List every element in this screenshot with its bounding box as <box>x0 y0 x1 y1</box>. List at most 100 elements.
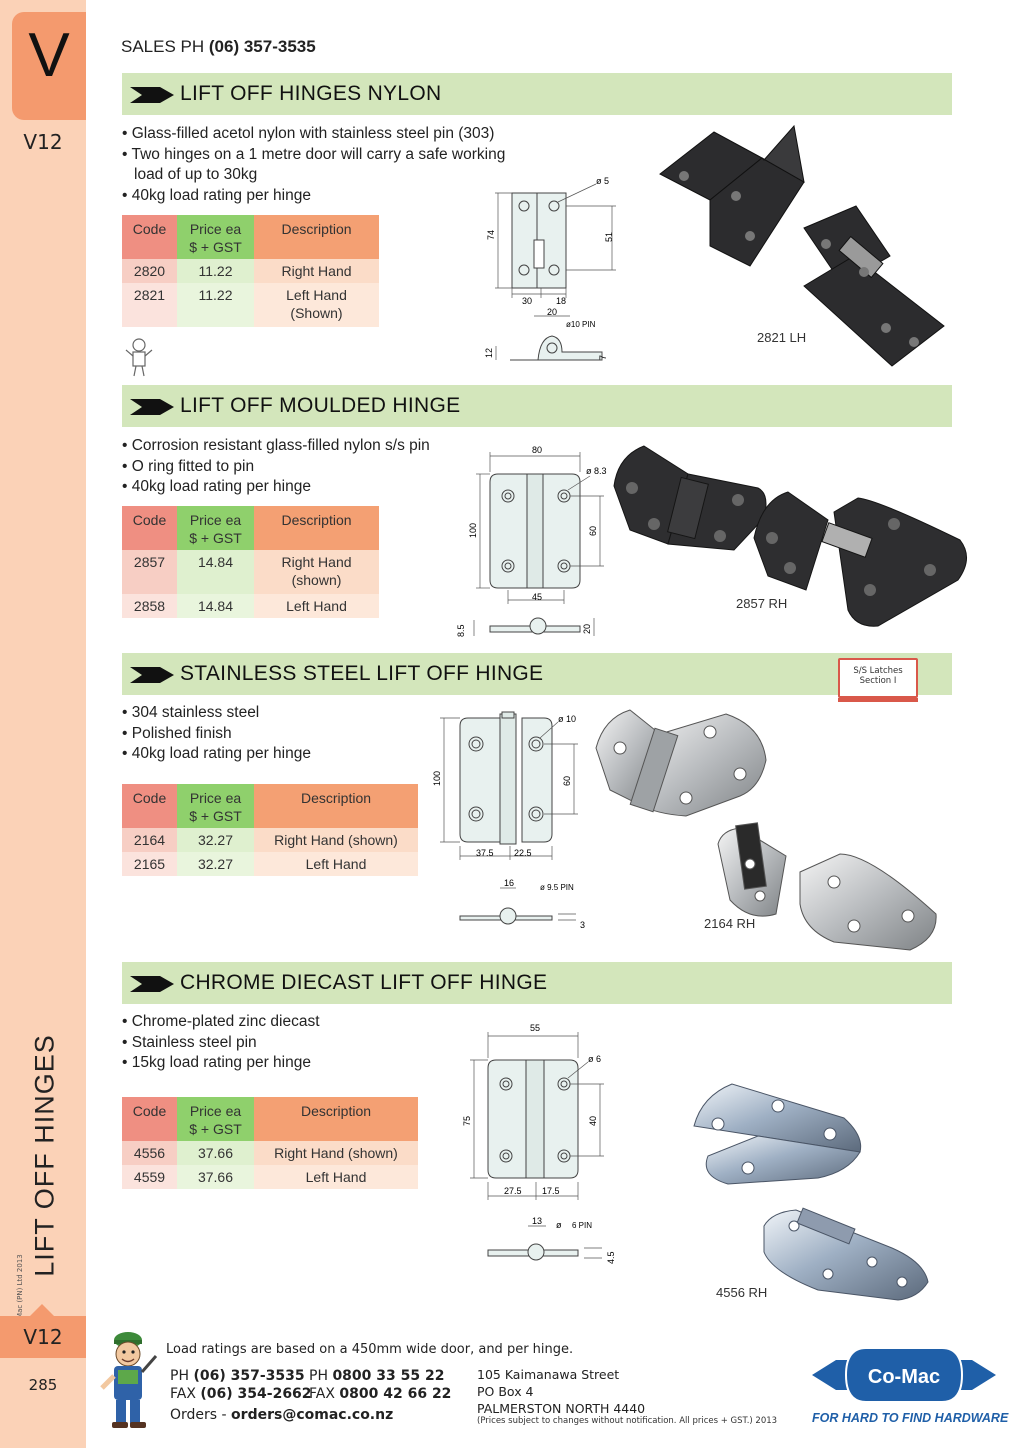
feature-item: Polished finish <box>122 724 311 745</box>
cell-price: 11.22 <box>177 259 254 283</box>
cell-desc: Right Hand (shown) <box>254 828 418 852</box>
feature-item-cont: load of up to 30kg <box>122 165 505 186</box>
sidebar: V V12 LIFT OFF HINGES © Co-Mac (PN) Ltd … <box>0 0 86 1448</box>
table-row: 4556 37.66 Right Hand (shown) <box>122 1141 418 1165</box>
dim-pin: 6 PIN <box>572 1221 592 1230</box>
dim-pin-offset: 16 <box>504 878 514 888</box>
header-description: Description <box>254 1097 418 1141</box>
feature-item: Two hinges on a 1 metre door will carry … <box>122 145 505 166</box>
postal-address: 105 Kaimanawa Street PO Box 4 PALMERSTON… <box>477 1366 645 1417</box>
hinge-diagram-stainless: ø 10 100 60 37.5 22.5 16 ø 9.5 PIN 3 <box>432 711 585 930</box>
dim-width-a: 27.5 <box>504 1186 522 1196</box>
feature-item: 40kg load rating per hinge <box>122 477 430 498</box>
hinge-photo-moulded <box>613 445 967 627</box>
badge-line: S/S Latches <box>853 666 903 676</box>
dim-thickness: 4.5 <box>606 1251 616 1264</box>
sales-phone: (06) 357-3535 <box>208 37 316 56</box>
cell-desc-l2: (shown) <box>291 572 342 588</box>
section-title: LIFT OFF HINGES NYLON <box>180 82 442 105</box>
header-price: Price ea$ + GST <box>177 1097 254 1141</box>
sales-label: SALES PH <box>121 37 205 56</box>
feature-item: 40kg load rating per hinge <box>122 186 505 207</box>
dim-thickness: 8.5 <box>456 624 466 637</box>
cell-code: 2165 <box>122 852 177 876</box>
price-table: Code Price ea$ + GST Description 2164 32… <box>122 784 418 876</box>
dim-width-a: 37.5 <box>476 848 494 858</box>
feature-text: load of up to 30kg <box>134 166 258 184</box>
phone-label: PH <box>309 1368 328 1384</box>
dim-pin-offset: 20 <box>547 307 557 317</box>
dim-hole-spacing: 60 <box>588 526 598 536</box>
cross-reference-badge: S/S Latches Section I <box>838 658 918 702</box>
section-code-bottom-label: V12 <box>23 1325 63 1349</box>
dim-hole: ø 6 <box>588 1054 601 1064</box>
feature-item: 304 stainless steel <box>122 703 311 724</box>
phone-label: PH <box>170 1368 189 1384</box>
hinge-diagram-nylon: 74 51 30 18 ø 5 20 ø10 PIN 12 7 <box>484 176 616 361</box>
dim-height: 100 <box>432 771 442 786</box>
arrow-icon <box>130 976 174 992</box>
mascot-icon <box>100 1332 158 1428</box>
photo-caption: 2857 RH <box>736 596 788 611</box>
vertical-section-title: LIFT OFF HINGES <box>29 1034 60 1277</box>
cell-desc: Right Hand <box>254 259 379 283</box>
cell-price: 37.66 <box>177 1165 254 1189</box>
feature-item: Stainless steel pin <box>122 1033 320 1054</box>
table-row: 2821 11.22 Left Hand(Shown) <box>122 283 379 327</box>
phone-local: PH (06) 357-3535 <box>170 1368 305 1384</box>
header-code: Code <box>122 215 177 259</box>
cell-code: 2820 <box>122 259 177 283</box>
cell-desc: Left Hand <box>254 852 418 876</box>
address-line: PALMERSTON NORTH 4440 <box>477 1401 646 1416</box>
header-code: Code <box>122 1097 177 1141</box>
orders-email-link[interactable]: orders@comac.co.nz <box>231 1407 394 1423</box>
dim-width-b: 17.5 <box>542 1186 560 1196</box>
cell-desc-l1: Right Hand <box>281 554 352 570</box>
hinge-photo-stainless <box>595 709 937 951</box>
dim-hole: ø 10 <box>558 714 576 724</box>
address-line: PO Box 4 <box>477 1384 534 1399</box>
header-price-l2: $ + GST <box>189 1121 242 1137</box>
header-price: Price ea$ + GST <box>177 215 254 259</box>
header-price-l2: $ + GST <box>189 530 242 546</box>
header-description: Description <box>254 784 418 828</box>
price-table: Code Price ea$ + GST Description 2857 14… <box>122 506 379 618</box>
dim-pin: ø10 PIN <box>566 320 596 329</box>
cell-code: 4559 <box>122 1165 177 1189</box>
brand-tagline: FOR HARD TO FIND HARDWARE <box>812 1411 1009 1425</box>
feature-list: Chrome-plated zinc diecast Stainless ste… <box>122 1012 320 1074</box>
fax-label: FAX <box>309 1386 335 1402</box>
table-row: 2165 32.27 Left Hand <box>122 852 418 876</box>
fax-value: (06) 354-2662 <box>200 1386 312 1402</box>
feature-list: 304 stainless steel Polished finish 40kg… <box>122 703 311 765</box>
section-title: LIFT OFF MOULDED HINGE <box>180 394 461 417</box>
dim-width: 80 <box>532 445 542 455</box>
dim-pin-symbol: ø <box>556 1220 562 1230</box>
header-price-l1: Price ea <box>189 512 242 528</box>
dim-thickness: 12 <box>484 348 494 358</box>
cell-price: 14.84 <box>177 594 254 618</box>
fax-local: FAX (06) 354-2662 <box>170 1386 312 1402</box>
section-bar-moulded: LIFT OFF MOULDED HINGE <box>122 385 952 427</box>
cell-price: 32.27 <box>177 852 254 876</box>
table-row: 2820 11.22 Right Hand <box>122 259 379 283</box>
feature-item: Corrosion resistant glass-filled nylon s… <box>122 436 430 457</box>
cell-desc: Right Hand (shown) <box>254 550 379 594</box>
dim-hole-offset: 45 <box>532 592 542 602</box>
dim-thickness: 3 <box>580 920 585 930</box>
arrow-icon <box>130 399 174 415</box>
feature-list: Glass-filled acetol nylon with stainless… <box>122 124 505 207</box>
cell-price: 11.22 <box>177 283 254 327</box>
hinge-diagram-moulded: 80 ø 8.3 100 60 45 8.5 20 <box>456 445 607 637</box>
section-tab: V <box>12 12 86 120</box>
dim-leaf: 7 <box>598 355 608 360</box>
header-price: Price ea $ + GST <box>177 506 254 550</box>
dim-hole: ø 5 <box>596 176 609 186</box>
hinge-photo-nylon <box>659 124 945 367</box>
cell-desc: Left Hand <box>254 594 379 618</box>
cell-price: 32.27 <box>177 828 254 852</box>
dim-hole-spacing: 51 <box>604 232 614 242</box>
price-table: Code Price ea$ + GST Description 2820 11… <box>122 215 379 327</box>
section-letter: V <box>28 21 70 90</box>
page-number: 285 <box>28 1376 58 1394</box>
